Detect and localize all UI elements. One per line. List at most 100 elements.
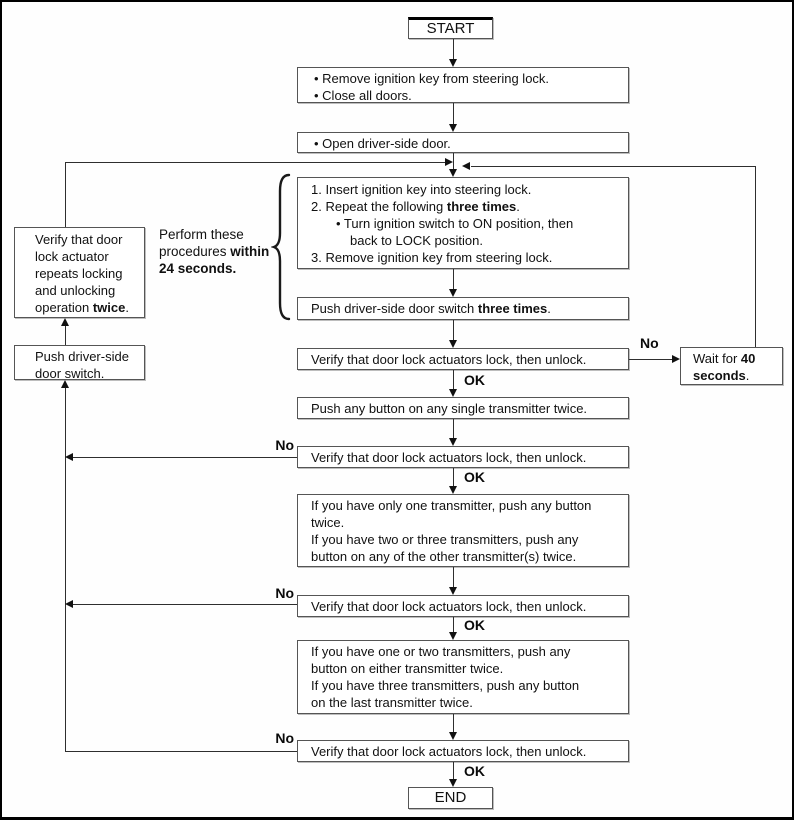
annotation-line-3: 24 seconds.	[159, 261, 237, 276]
tx-first-line-1: If you have only one transmitter, push a…	[311, 498, 592, 513]
arrowhead-pushany-verify2	[449, 438, 457, 446]
connector-txsecond-verify4	[453, 714, 454, 733]
tx-first-line-2: twice.	[311, 515, 345, 530]
verify-repeat-line-3: repeats locking	[35, 266, 123, 281]
arrowhead-no-2	[65, 600, 73, 608]
no-line-3	[65, 751, 297, 752]
ok-label-4: OK	[464, 763, 485, 779]
wait-l1-bold: 40	[740, 351, 756, 366]
connector-verify4-end	[453, 762, 454, 780]
wait-node: Wait for 40 seconds.	[680, 347, 783, 385]
connector-pushthree-verify1	[453, 320, 454, 341]
no-collector-line	[65, 386, 66, 751]
annotation-line-2: procedures within	[159, 243, 269, 260]
connector-keycycle-pushthree	[453, 269, 454, 290]
key-cycle-line-2-pre: 2. Repeat the following	[311, 199, 447, 214]
connector-verify3-txsecond	[453, 617, 454, 633]
no-line-1	[73, 457, 297, 458]
prep-line-2: • Close all doors.	[314, 88, 412, 103]
arrowhead-txfirst-verify3	[449, 587, 457, 595]
arrowhead-verify3-txsecond	[449, 632, 457, 640]
tx-second-line-4: on the last transmitter twice.	[311, 695, 473, 710]
no-line-right	[629, 359, 673, 360]
tx-second-line-1: If you have one or two transmitters, pus…	[311, 644, 571, 659]
tx-first-line-4: button on any of the other transmitter(s…	[311, 549, 577, 564]
key-cycle-line-3: • Turn ignition switch to ON position, t…	[336, 216, 574, 231]
connector-pushany-verify2	[453, 419, 454, 439]
connector-verify1-pushany	[453, 370, 454, 390]
no-label-1: No	[275, 437, 294, 453]
key-cycle-node: 1. Insert ignition key into steering loc…	[297, 177, 629, 269]
arrowhead-keycycle-pushthree	[449, 289, 457, 297]
connector-prep-opendoor	[453, 103, 454, 125]
wait-return-line	[755, 166, 756, 347]
push-three-post: .	[547, 301, 551, 316]
connector-verify2-txfirst	[453, 468, 454, 487]
verify-repeat-l5-pre: operation	[35, 300, 93, 315]
arrowhead-opendoor-keycycle	[449, 169, 457, 177]
timing-annotation: Perform these procedures within 24 secon…	[159, 226, 269, 277]
verify-node-3: Verify that door lock actuators lock, th…	[297, 595, 629, 617]
verifyrepeat-return-line	[65, 162, 66, 227]
prep-line-1: • Remove ignition key from steering lock…	[314, 71, 550, 86]
arrowhead-verify1-pushany	[449, 389, 457, 397]
verify-node-2: Verify that door lock actuators lock, th…	[297, 446, 629, 468]
verify-repeat-l5-post: .	[125, 300, 129, 315]
wait-line-2: seconds.	[693, 367, 778, 384]
key-cycle-line-1: 1. Insert ignition key into steering loc…	[311, 182, 532, 197]
connector-pushswitch-verifyrepeat	[65, 324, 66, 345]
push-switch-line-2: door switch.	[35, 366, 105, 381]
arrowhead-no-1	[65, 453, 73, 461]
no-line-2	[73, 604, 297, 605]
verify-repeat-line-4: and unlocking	[35, 283, 116, 298]
verify-node-1: Verify that door lock actuators lock, th…	[297, 348, 629, 370]
prep-node: • Remove ignition key from steering lock…	[297, 67, 629, 103]
wait-l2-bold: seconds	[693, 368, 746, 383]
arrowhead-verify4-end	[449, 779, 457, 787]
ok-label-1: OK	[464, 372, 485, 388]
connector-txfirst-verify3	[453, 567, 454, 588]
annotation-l2-pre: procedures	[159, 244, 231, 259]
annotation-line-1: Perform these	[159, 227, 244, 242]
transmitter-second-node: If you have one or two transmitters, pus…	[297, 640, 629, 714]
push-any-button-node: Push any button on any single transmitte…	[297, 397, 629, 419]
connector-opendoor-keycycle	[453, 153, 454, 170]
push-three-pre: Push driver-side door switch	[311, 301, 478, 316]
arrowhead-loop-left	[445, 158, 453, 166]
connector-start-prep	[453, 39, 454, 61]
push-switch-node: Push driver-side door switch.	[14, 345, 145, 381]
transmitter-first-node: If you have only one transmitter, push a…	[297, 494, 629, 567]
start-node: START	[408, 17, 493, 39]
arrowhead-pushthree-verify1	[449, 340, 457, 348]
arrowhead-verify2-txfirst	[449, 486, 457, 494]
annotation-l2-bold: within	[230, 244, 270, 259]
wait-l1-pre: Wait for	[693, 351, 741, 366]
no-label-right: No	[640, 335, 659, 351]
verify-repeat-node: Verify that door lock actuator repeats l…	[14, 227, 145, 318]
key-cycle-line-2-post: .	[516, 199, 520, 214]
verify-repeat-line-1: Verify that door	[35, 232, 123, 247]
loop-return-line-left	[65, 162, 446, 163]
key-cycle-line-5: 3. Remove ignition key from steering loc…	[311, 250, 553, 265]
open-door-node: • Open driver-side door.	[297, 132, 629, 153]
arrowhead-txsecond-verify4	[449, 732, 457, 740]
key-cycle-line-2-bold: three times	[446, 199, 517, 214]
arrowhead-no-right	[672, 355, 680, 363]
left-brace	[271, 173, 291, 321]
end-node: END	[408, 787, 493, 809]
ok-label-3: OK	[464, 617, 485, 633]
arrowhead-start-prep	[449, 59, 457, 67]
push-three-bold: three times	[477, 301, 548, 316]
arrowhead-loop-right	[462, 162, 470, 170]
key-cycle-line-4: back to LOCK position.	[350, 233, 483, 248]
arrowhead-no-collector	[61, 380, 69, 388]
tx-second-line-2: button on either transmitter twice.	[311, 661, 504, 676]
tx-first-line-3: If you have two or three transmitters, p…	[311, 532, 579, 547]
verify-repeat-l5-bold: twice	[92, 300, 126, 315]
verify-repeat-line-2: lock actuator	[35, 249, 109, 264]
arrowhead-pushswitch-verifyrepeat	[61, 318, 69, 326]
verify-node-4: Verify that door lock actuators lock, th…	[297, 740, 629, 762]
push-switch-three-node: Push driver-side door switch three times…	[297, 297, 629, 320]
no-label-2: No	[275, 585, 294, 601]
